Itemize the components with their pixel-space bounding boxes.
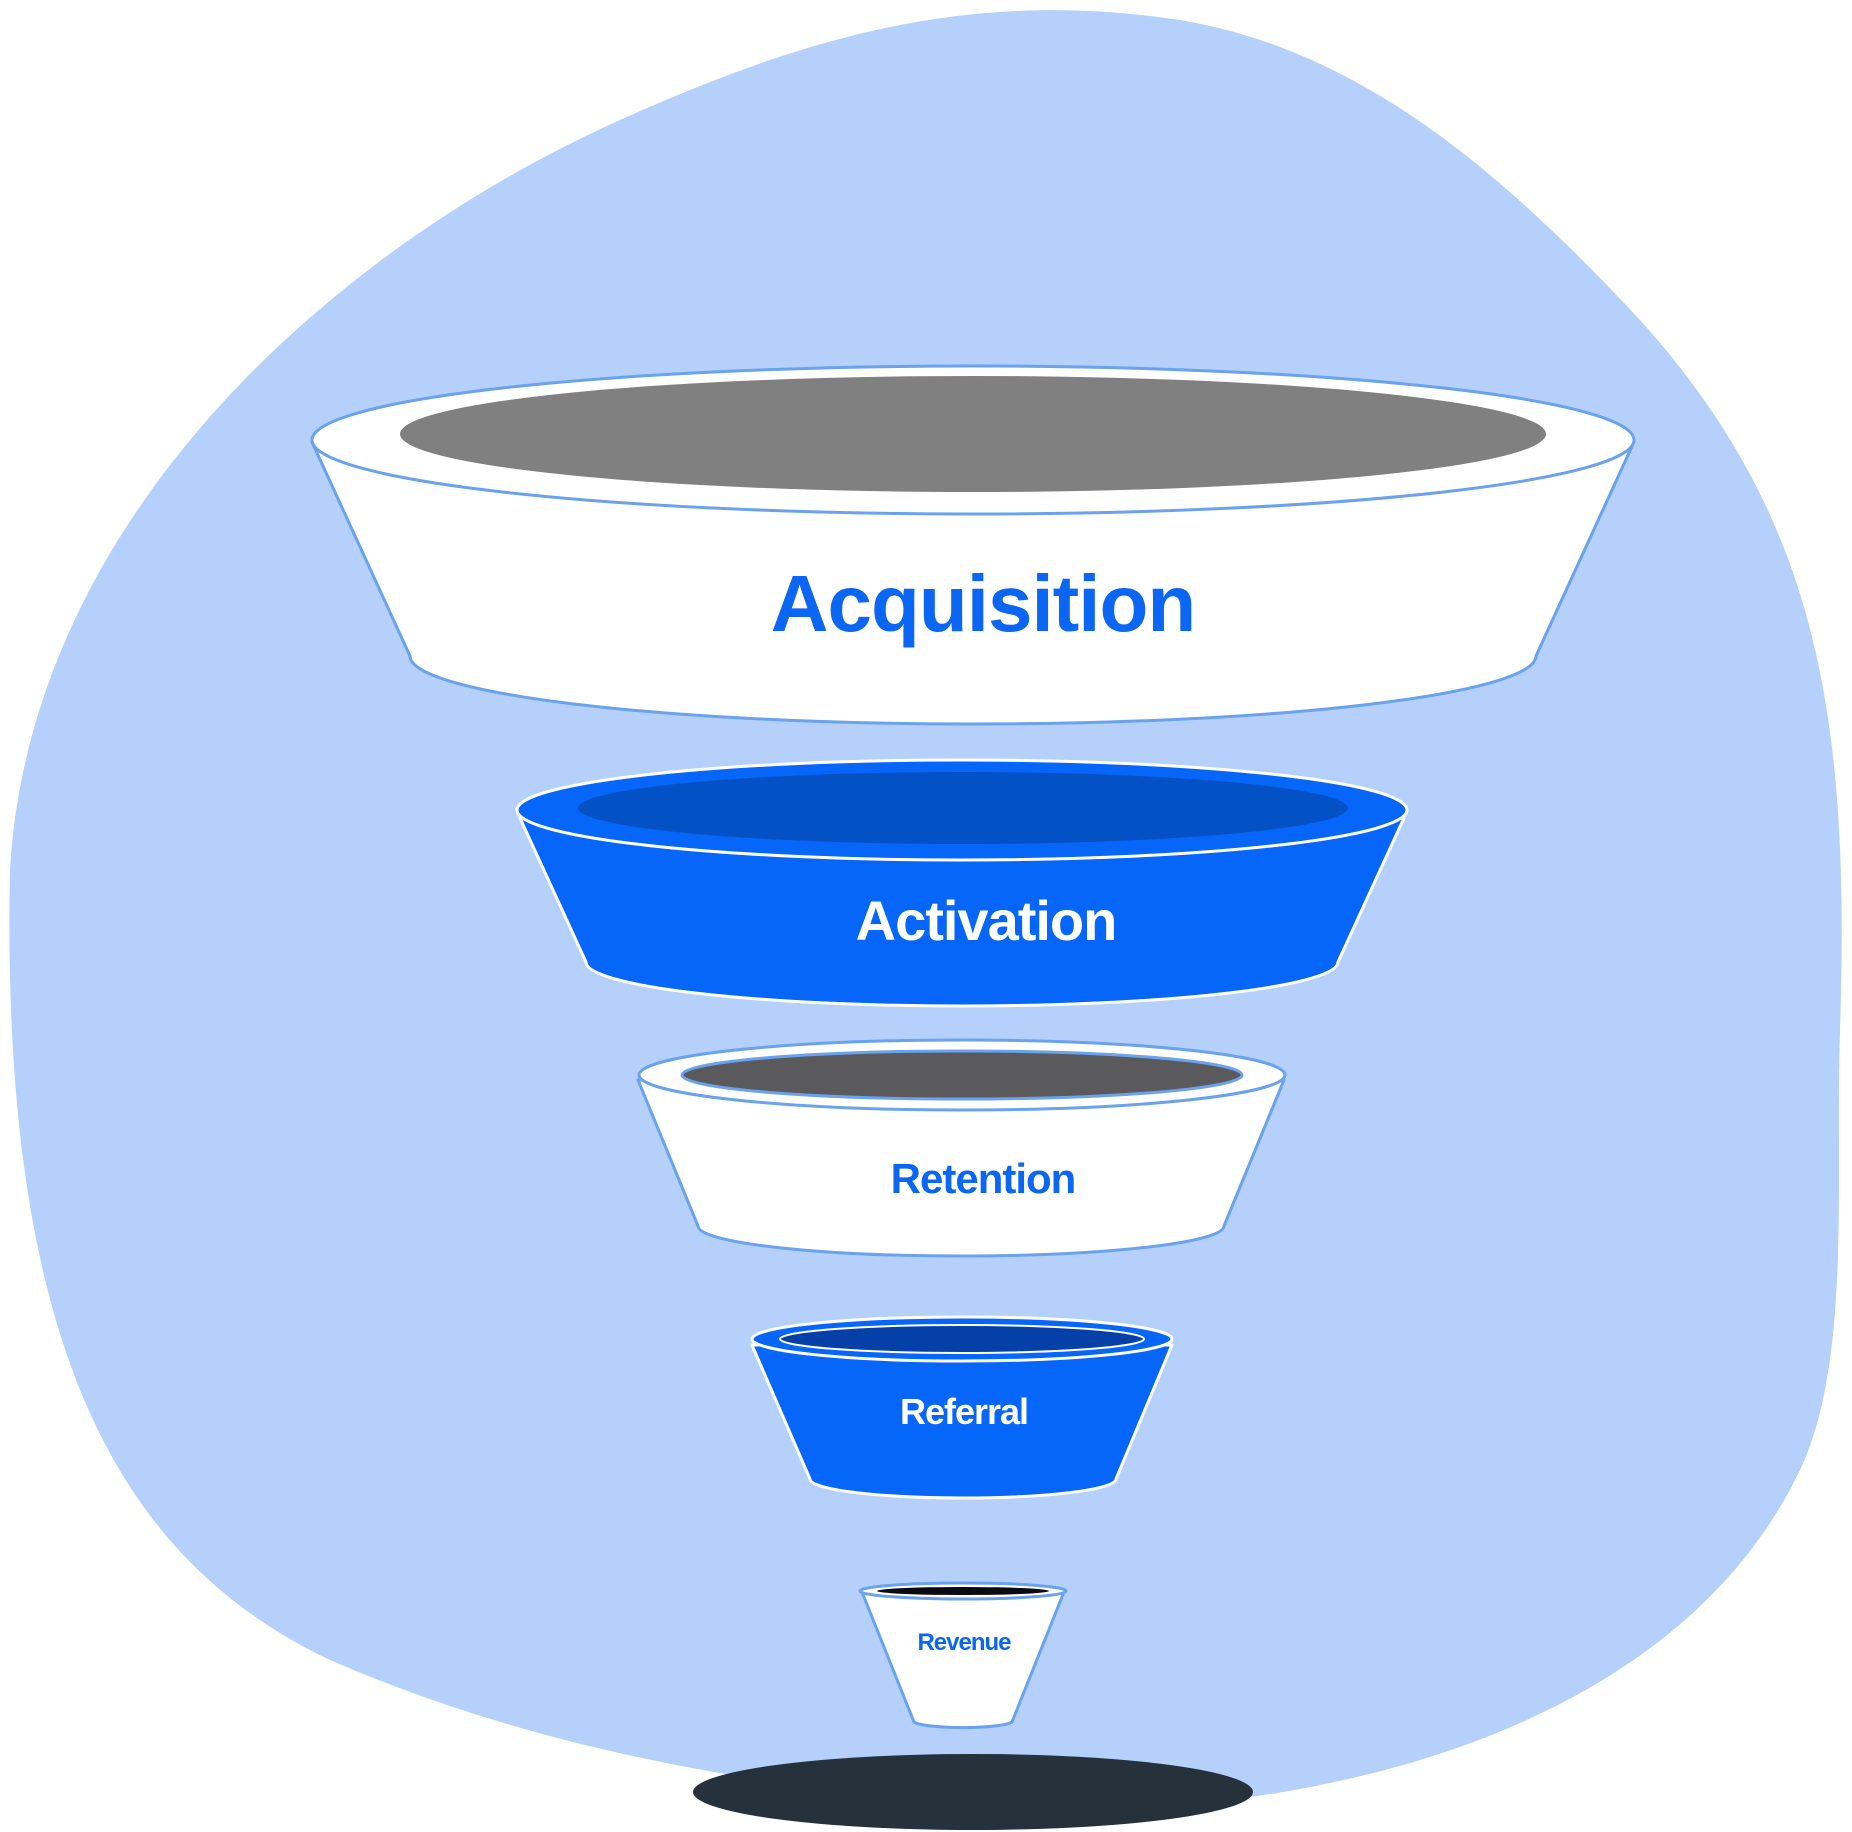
funnel-stage-activation: Activation xyxy=(515,758,1409,1008)
funnel-shadow xyxy=(693,1754,1253,1830)
funnel-stage-referral: Referral xyxy=(750,1315,1174,1500)
funnel-stage-revenue: Revenue xyxy=(858,1581,1068,1730)
stage-body xyxy=(518,816,1406,1008)
stage-cavity xyxy=(877,1587,1049,1595)
stage-cavity xyxy=(578,772,1348,844)
stage-label: Activation xyxy=(856,889,1117,952)
funnel-stage-retention: Retention xyxy=(636,1038,1287,1258)
stage-body xyxy=(750,1343,1174,1500)
stage-body xyxy=(636,1078,1286,1258)
stage-label: Acquisition xyxy=(771,559,1196,648)
funnel-stage-acquisition: Acquisition xyxy=(310,364,1636,726)
stage-label: Revenue xyxy=(917,1629,1011,1656)
stage-body xyxy=(860,1590,1066,1730)
stage-cavity xyxy=(400,376,1546,492)
stage-cavity xyxy=(779,1324,1145,1354)
stage-body xyxy=(310,440,1636,726)
stage-label: Retention xyxy=(891,1155,1076,1202)
stage-cavity xyxy=(680,1049,1244,1101)
stage-label: Referral xyxy=(900,1391,1028,1432)
